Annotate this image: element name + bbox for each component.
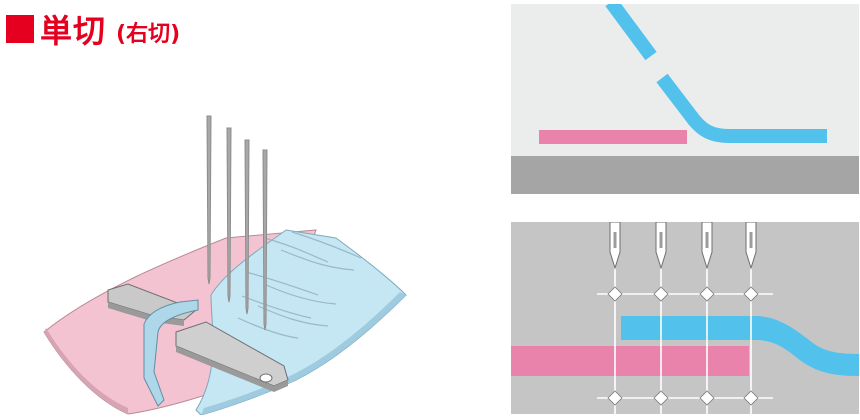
foot-hole: [259, 373, 273, 383]
title-main: 単切: [40, 12, 107, 50]
blue-stripe: [621, 316, 859, 376]
pink-stripe: [511, 346, 749, 376]
sewing-illustration: [43, 115, 407, 415]
pink-layer: [539, 130, 687, 144]
needles: [206, 115, 268, 331]
blue-layer-upper: [605, 4, 657, 61]
cross-section-panel: [511, 4, 859, 194]
title-sub: (右切): [116, 22, 181, 47]
diagram-title: 単切 (右切): [6, 6, 180, 52]
title-square-icon: [6, 15, 34, 43]
stitch-points: [607, 286, 759, 406]
fabric-guide: [143, 299, 199, 407]
needle-tips: [609, 222, 757, 270]
blue-layer-lower: [656, 73, 827, 143]
stitch-plan-panel: [511, 222, 859, 414]
base-plate: [511, 156, 859, 194]
